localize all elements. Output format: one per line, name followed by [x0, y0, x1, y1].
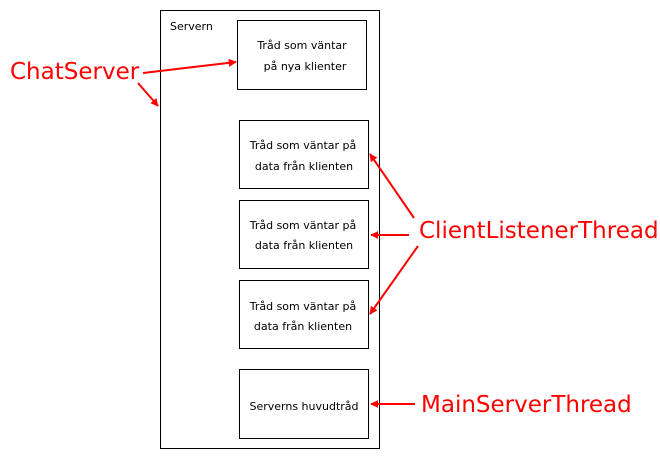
box-main-thread: Serverns huvudtråd	[239, 369, 369, 439]
callout-client-listener: ClientListenerThread	[419, 218, 659, 244]
box-wait-new-clients-line2: på nya klienter	[264, 60, 347, 73]
box-wait-new-clients-line1: Tråd som väntar	[256, 39, 347, 52]
box-client-data-3-line2: data från klienten	[254, 320, 352, 333]
box-client-data-1: Tråd som väntar på data från klienten	[239, 120, 369, 189]
box-client-data-3: Tråd som väntar på data från klienten	[239, 280, 369, 349]
callout-chat-server: ChatServer	[10, 59, 140, 85]
box-client-data-1-line1: Tråd som väntar på	[249, 139, 357, 152]
callout-main-server: MainServerThread	[421, 392, 632, 418]
box-client-data-2: Tråd som väntar på data från klienten	[239, 200, 369, 269]
box-client-data-2-line1: Tråd som väntar på	[249, 219, 357, 232]
box-client-data-2-line2: data från klienten	[255, 239, 353, 252]
box-client-data-3-line1: Tråd som väntar på	[249, 300, 357, 313]
arrow-listener-to-box-3	[369, 245, 419, 315]
box-main-thread-line1: Serverns huvudtråd	[249, 400, 358, 413]
server-container	[160, 10, 380, 449]
arrow-listener-to-box-1	[369, 153, 415, 219]
box-client-data-1-line2: data från klienten	[255, 160, 353, 173]
box-wait-new-clients: Tråd som väntar på nya klienter	[237, 20, 367, 90]
arrow-chatserver-to-wait-box	[142, 58, 237, 74]
arrow-chatserver-to-server	[137, 82, 159, 107]
server-label: Servern	[170, 20, 213, 33]
